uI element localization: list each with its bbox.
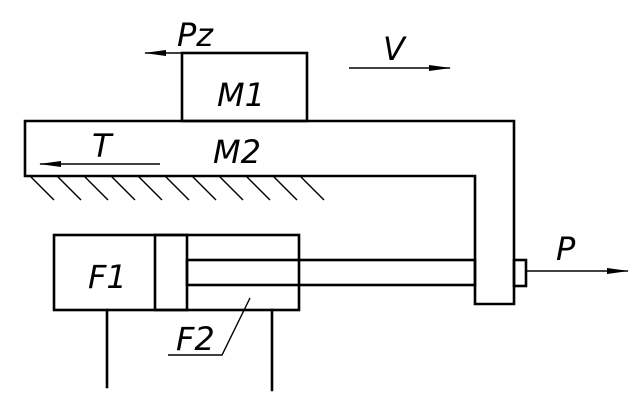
hatch-line: [110, 175, 136, 201]
piston-rod: [185, 258, 477, 287]
hatch-line: [137, 175, 163, 201]
label-f2: F2: [176, 320, 215, 358]
hatch-line: [272, 175, 298, 201]
label-v: V: [383, 30, 407, 68]
label-p: P: [556, 230, 576, 268]
hatch-line: [245, 175, 271, 201]
hatch-line: [29, 175, 55, 201]
ground-hatching: [29, 175, 325, 201]
body-m2: [23, 119, 516, 306]
hatch-line: [83, 175, 109, 201]
hatch-line: [191, 175, 217, 201]
hatch-line: [164, 175, 190, 201]
label-m2: M2: [213, 133, 261, 171]
connector-pin: [512, 258, 528, 288]
label-t: T: [92, 127, 114, 165]
hatch-line: [56, 175, 82, 201]
piston: [153, 233, 189, 312]
label-m1: M1: [217, 76, 265, 114]
f2-leader-line: [168, 297, 251, 356]
hatch-line: [218, 175, 244, 201]
label-f1: F1: [88, 258, 127, 296]
label-pz: Pz: [177, 16, 214, 54]
hatch-line: [299, 175, 325, 201]
